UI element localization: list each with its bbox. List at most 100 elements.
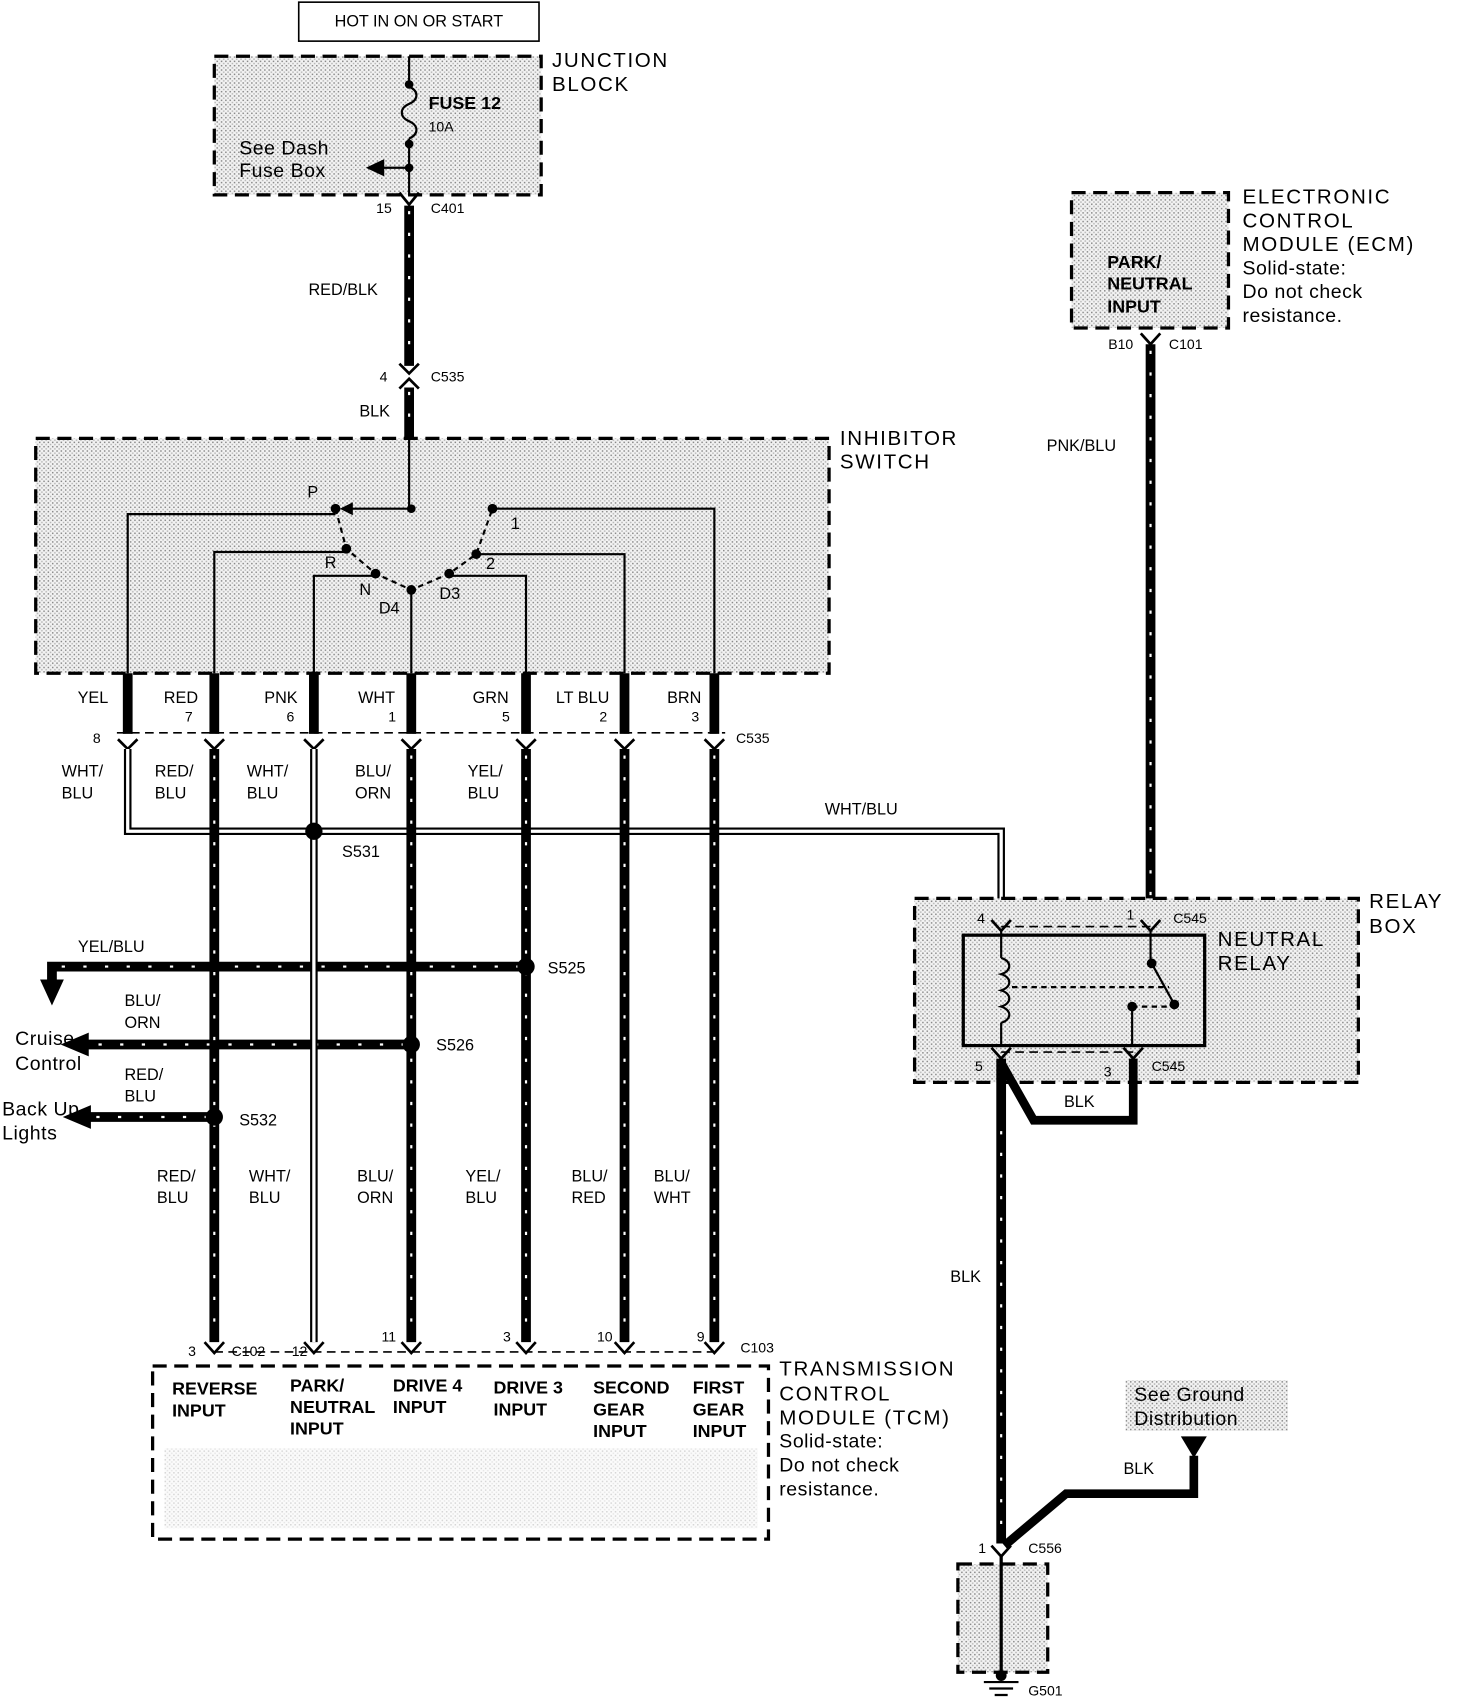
switch-trace-pnk xyxy=(312,574,376,674)
ecm-title: CONTROL xyxy=(1243,209,1355,232)
wire-yel-blu-s525-branch xyxy=(47,961,527,981)
harness-upper-label: BLU/ xyxy=(355,763,392,781)
ecm-note: resistance. xyxy=(1243,305,1343,327)
tcm-input-drive-3: DRIVE 3 xyxy=(494,1378,563,1398)
ecm-input-label: PARK/ xyxy=(1107,252,1161,272)
c535-pin-6: 6 xyxy=(287,709,295,725)
tcm-input-park-neutral: NEUTRAL xyxy=(290,1397,375,1417)
harness-upper-label: RED/ xyxy=(155,763,194,781)
tcm-note: resistance. xyxy=(779,1478,879,1500)
relay-pin-1: 1 xyxy=(1126,907,1134,923)
position-n: N xyxy=(359,581,371,599)
position-d4: D4 xyxy=(379,599,400,617)
cruise-arrow-head xyxy=(60,1032,89,1057)
harness-upper-label: BLU xyxy=(155,784,187,802)
switch-trace-lt-blu xyxy=(476,553,626,674)
cruise-control-label: Cruise xyxy=(15,1028,75,1050)
fuse-label: FUSE 12 xyxy=(429,93,501,113)
tcm-input-second-gear: INPUT xyxy=(593,1421,647,1441)
harness-wires: WHT/ BLU RED/ BLU WHT/ BLU BLU/ ORN YEL/… xyxy=(62,749,774,1359)
switch-trace-yel xyxy=(126,513,336,674)
wire-label-red-blk: RED/BLK xyxy=(308,281,378,299)
inhibitor-switch-title: INHIBITOR xyxy=(840,427,958,450)
tcm-input-first-gear: INPUT xyxy=(693,1421,747,1441)
tcm-input-first-gear: FIRST xyxy=(693,1378,745,1398)
c535-label: C535 xyxy=(736,730,770,746)
ground-circuit: BLK See Ground Distribution BLK 1 C556 G… xyxy=(950,1058,1288,1699)
contact-d4-dot xyxy=(406,585,417,595)
fuse-terminal-dot xyxy=(404,80,414,89)
relay-box-title: BOX xyxy=(1369,915,1417,938)
ecm-title: MODULE (ECM) xyxy=(1243,233,1415,256)
wire-label-yel-blu-branch: YEL/BLU xyxy=(78,938,145,956)
wire-color-grn: GRN xyxy=(473,689,509,707)
wire-blk-ground-branch xyxy=(1001,1455,1199,1549)
connector-terminal xyxy=(703,738,726,751)
switch-trace-grn xyxy=(449,574,528,674)
wire-label-backup: RED/ xyxy=(124,1066,163,1084)
wire-label-backup: BLU xyxy=(124,1087,156,1105)
power-source: HOT IN ON OR START xyxy=(297,1,540,42)
c535-pin-7: 7 xyxy=(185,709,193,725)
c102-label: C102 xyxy=(232,1343,266,1359)
tcm-input-park-neutral: PARK/ xyxy=(290,1375,344,1395)
connector-c535-top xyxy=(398,362,420,376)
harness-lower-label: BLU/ xyxy=(571,1168,608,1186)
relay-box: RELAY BOX NEUTRAL RELAY 4 1 C545 5 3 C54… xyxy=(912,890,1442,1125)
wire-color-yel: YEL xyxy=(78,689,109,707)
wire-label-cruise: BLU/ xyxy=(124,992,161,1010)
switch-trace-red xyxy=(213,550,347,674)
tcm-pin: 9 xyxy=(697,1329,705,1345)
harness-upper-label: WHT/ xyxy=(247,763,289,781)
tcm-pin: 12 xyxy=(292,1343,308,1359)
harness-lower-label: BLU xyxy=(249,1189,281,1207)
wire-label-pnk-blu: PNK/BLU xyxy=(1047,437,1116,455)
wire-label-wht-blu-relay: WHT/BLU xyxy=(825,801,898,819)
branch-lines: WHT/BLU YEL/BLU BLU/ ORN Cruise Control … xyxy=(2,749,1005,1144)
contact-r-dot xyxy=(341,543,352,554)
c556-pin: 1 xyxy=(978,1540,986,1556)
harness-upper-label: BLU xyxy=(468,784,500,802)
wire-label-blk: BLK xyxy=(359,402,390,420)
tcm-input-park-neutral: INPUT xyxy=(290,1419,344,1439)
ground-dot xyxy=(995,1670,1007,1681)
connector-c556 xyxy=(990,1544,1012,1559)
switch-park-arrow-head xyxy=(339,502,353,516)
splice-s526-dot xyxy=(402,1035,420,1054)
see-ground-label: See Ground xyxy=(1134,1384,1244,1406)
tcm-input-second-gear: GEAR xyxy=(593,1399,645,1419)
tcm-note: Solid-state: xyxy=(779,1431,883,1453)
fuse-terminal-dot xyxy=(404,139,414,149)
tcm-title: MODULE (TCM) xyxy=(779,1406,950,1429)
harness-upper-label: BLU xyxy=(62,784,94,802)
relay-pin-5: 5 xyxy=(975,1058,983,1074)
harness-upper-label: ORN xyxy=(355,784,391,802)
power-source-box xyxy=(297,1,540,42)
wire-label-blk-jumper: BLK xyxy=(1064,1093,1095,1111)
wire-color-red: RED xyxy=(164,689,198,707)
connector-c101 xyxy=(1139,332,1162,347)
wire-label-blk-ground: BLK xyxy=(950,1268,981,1286)
tcm-terminal xyxy=(515,1341,537,1356)
harness-upper-label: WHT/ xyxy=(62,763,104,781)
c535-feed-pin: 4 xyxy=(380,369,388,385)
position-r: R xyxy=(325,554,337,572)
harness-lower-label: RED/ xyxy=(157,1168,196,1186)
connector-terminal xyxy=(613,738,636,751)
c401-pin: 15 xyxy=(376,200,392,216)
splice-s531-dot xyxy=(305,822,323,840)
ecm-note: Solid-state: xyxy=(1243,257,1347,279)
ground-point-label: G501 xyxy=(1028,1683,1063,1699)
connector-terminal xyxy=(303,738,325,751)
transmission-control-module: REVERSE INPUT PARK/ NEUTRAL INPUT DRIVE … xyxy=(150,1358,954,1541)
tcm-terminal xyxy=(203,1341,226,1356)
tcm-input-reverse: REVERSE xyxy=(172,1379,257,1399)
contact-d3-dot xyxy=(444,568,455,579)
harness-lower-label: BLU xyxy=(157,1189,189,1207)
splice-s532-dot xyxy=(205,1108,223,1126)
harness-lower-label: RED xyxy=(571,1189,605,1207)
see-dash-label: See Dash xyxy=(239,137,329,159)
tcm-note: Do not check xyxy=(779,1455,899,1477)
see-ground-box xyxy=(1125,1380,1288,1431)
relay-arm-dot xyxy=(1169,999,1180,1010)
